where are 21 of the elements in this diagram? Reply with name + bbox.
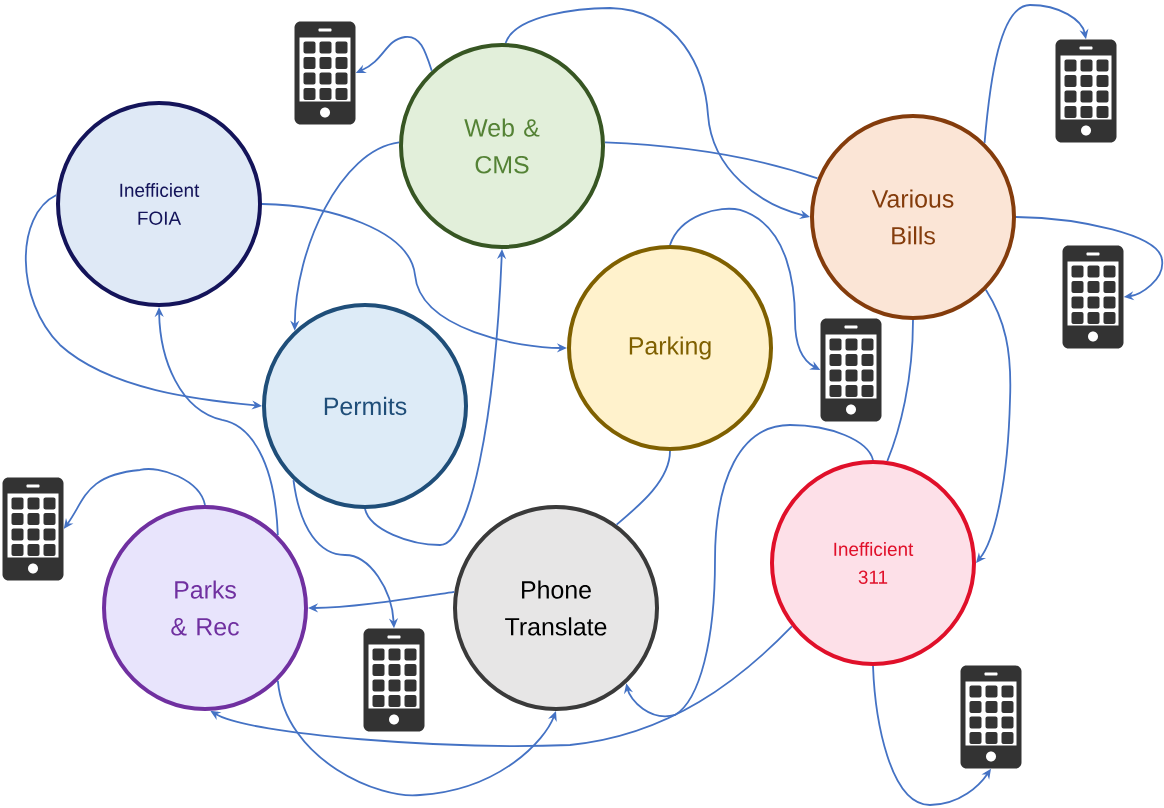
- phone-icon: [1062, 245, 1124, 349]
- circle-node: Inefficient 311: [770, 460, 976, 666]
- circle-node: Web & CMS: [399, 43, 605, 249]
- phone-icon: [820, 318, 882, 422]
- phone-icon: [960, 665, 1022, 769]
- arrow: [872, 665, 991, 806]
- arrow: [1015, 216, 1164, 301]
- circle-node: Permits: [262, 303, 468, 509]
- circle-node: Various Bills: [810, 114, 1016, 320]
- arrow: [983, 4, 1089, 144]
- arrow: [623, 424, 874, 718]
- arrow: [976, 288, 1012, 563]
- phone-icon: [294, 21, 356, 125]
- circle-node: Phone Translate: [453, 505, 659, 711]
- circle-node: Inefficient FOIA: [56, 101, 262, 307]
- phone-icon: [363, 628, 425, 732]
- arrow: [276, 679, 557, 797]
- circle-node: Parks & Rec: [102, 505, 308, 711]
- phone-icon: [1055, 39, 1117, 143]
- phone-icon: [2, 477, 64, 581]
- circle-node: Parking: [567, 245, 773, 451]
